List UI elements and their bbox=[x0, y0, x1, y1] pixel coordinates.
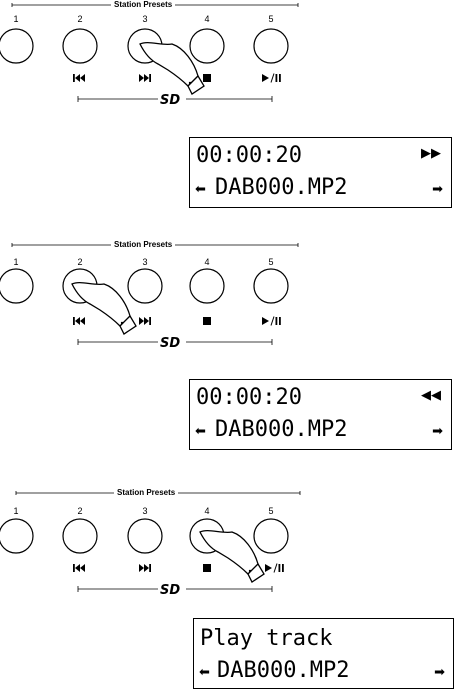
svg-text:SD: SD bbox=[160, 583, 180, 598]
preset-button-5[interactable] bbox=[254, 29, 288, 63]
stop-icon bbox=[203, 564, 211, 572]
preset-button-1[interactable] bbox=[0, 269, 33, 303]
preset-number-5: 5 bbox=[265, 14, 277, 24]
preset-number-2: 2 bbox=[74, 506, 86, 516]
next-track-icon bbox=[139, 564, 151, 572]
preset-number-3: 3 bbox=[139, 14, 151, 24]
preset-rule-svg: SD bbox=[0, 488, 458, 608]
preset-button-2[interactable] bbox=[63, 29, 97, 63]
svg-text:SD: SD bbox=[160, 336, 180, 351]
previous-track-icon bbox=[73, 74, 85, 82]
step-3-panel: SD Station Presets 1 2 3 4 5 Play track … bbox=[0, 488, 458, 691]
preset-button-4[interactable] bbox=[190, 269, 224, 303]
preset-number-4: 4 bbox=[201, 14, 213, 24]
station-presets-heading: Station Presets bbox=[111, 240, 175, 249]
preset-button-2[interactable] bbox=[63, 519, 97, 553]
play-pause-icon bbox=[262, 74, 281, 83]
preset-number-3: 3 bbox=[139, 506, 151, 516]
preset-number-2: 2 bbox=[74, 14, 86, 24]
step-2-panel: SD Station Presets 1 2 3 4 5 00:00:20 ◀◀… bbox=[0, 240, 458, 470]
previous-track-icon bbox=[73, 317, 85, 325]
preset-button-1[interactable] bbox=[0, 29, 33, 63]
station-presets-heading: Station Presets bbox=[114, 488, 178, 497]
preset-number-4: 4 bbox=[201, 506, 213, 516]
step-1-panel: SD Station Presets 1 2 3 4 5 00:00:20 ▶▶… bbox=[0, 0, 458, 230]
rewind-indicator: ◀◀ bbox=[421, 388, 441, 403]
preset-number-3: 3 bbox=[139, 257, 151, 267]
lcd-line-1: 00:00:20 bbox=[196, 387, 302, 409]
lcd-line-1: 00:00:20 bbox=[196, 145, 302, 167]
right-arrow-icon: ➡ bbox=[432, 424, 443, 439]
preset-button-4[interactable] bbox=[190, 29, 224, 63]
preset-number-5: 5 bbox=[265, 506, 277, 516]
right-arrow-icon: ➡ bbox=[432, 182, 443, 197]
previous-track-icon bbox=[73, 564, 85, 572]
play-pause-icon bbox=[265, 564, 284, 573]
preset-button-5[interactable] bbox=[254, 269, 288, 303]
preset-number-4: 4 bbox=[201, 257, 213, 267]
preset-rule-svg: SD bbox=[0, 240, 458, 360]
preset-rule-svg: SD bbox=[0, 0, 458, 120]
next-track-icon bbox=[139, 74, 151, 82]
sd-logo: SD bbox=[158, 582, 186, 598]
right-arrow-icon: ➡ bbox=[434, 665, 445, 680]
preset-button-3[interactable] bbox=[128, 519, 162, 553]
left-arrow-icon: ⬅ bbox=[199, 665, 210, 680]
next-track-icon bbox=[139, 317, 151, 325]
left-arrow-icon: ⬅ bbox=[195, 424, 206, 439]
preset-button-5[interactable] bbox=[254, 519, 288, 553]
preset-number-1: 1 bbox=[10, 14, 22, 24]
lcd-display: 00:00:20 ▶▶ ⬅ DAB000.MP2 ➡ bbox=[189, 137, 452, 208]
preset-button-3[interactable] bbox=[128, 269, 162, 303]
left-arrow-icon: ⬅ bbox=[195, 182, 206, 197]
lcd-display: 00:00:20 ◀◀ ⬅ DAB000.MP2 ➡ bbox=[189, 379, 452, 450]
sd-logo: SD bbox=[158, 335, 186, 351]
pressing-hand-icon bbox=[72, 283, 136, 334]
lcd-line-2: DAB000.MP2 bbox=[215, 419, 347, 441]
stop-icon bbox=[203, 74, 211, 82]
lcd-display: Play track ⬅ DAB000.MP2 ➡ bbox=[193, 618, 454, 689]
lcd-line-2: DAB000.MP2 bbox=[215, 177, 347, 199]
station-presets-heading: Station Presets bbox=[111, 0, 175, 9]
stop-icon bbox=[203, 317, 211, 325]
svg-text:SD: SD bbox=[160, 93, 180, 108]
preset-button-1[interactable] bbox=[0, 519, 33, 553]
preset-number-1: 1 bbox=[10, 257, 22, 267]
play-pause-icon bbox=[262, 317, 281, 326]
sd-logo: SD bbox=[158, 92, 186, 108]
preset-number-5: 5 bbox=[265, 257, 277, 267]
preset-number-2: 2 bbox=[74, 257, 86, 267]
lcd-line-2: DAB000.MP2 bbox=[217, 660, 349, 682]
preset-number-1: 1 bbox=[10, 506, 22, 516]
fast-forward-indicator: ▶▶ bbox=[421, 146, 441, 161]
lcd-line-1: Play track bbox=[200, 628, 332, 650]
